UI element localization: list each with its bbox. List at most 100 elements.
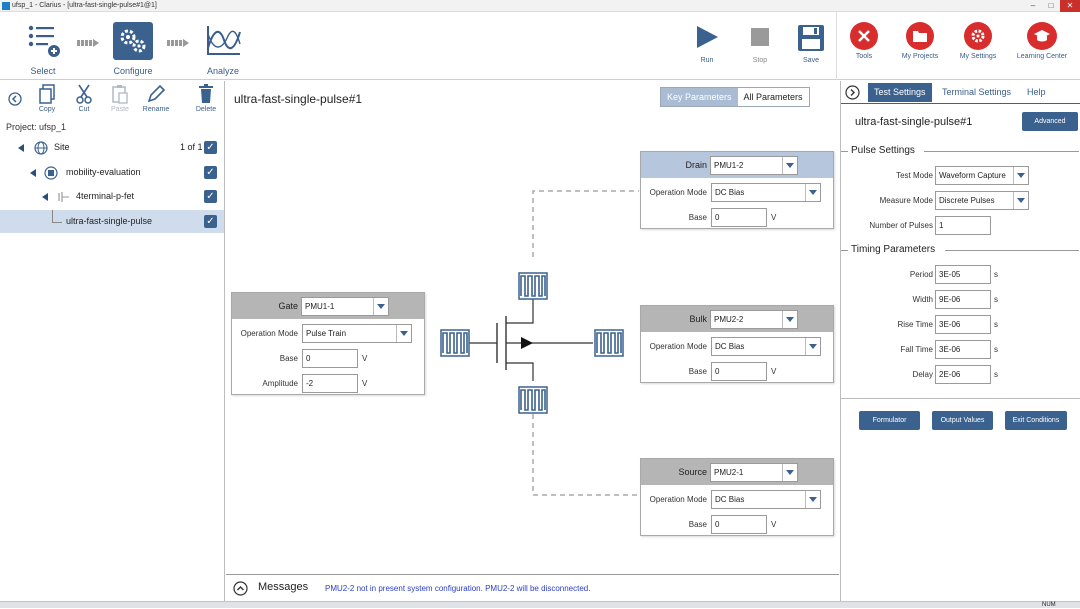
collapse-right-icon[interactable] [845, 85, 860, 100]
chevron-down-icon [1013, 192, 1028, 209]
tree-item-site[interactable]: Site 1 of 1 ✓ [0, 136, 224, 159]
operation-mode-select[interactable]: DC Bias [711, 183, 821, 202]
paste-button[interactable]: Paste [102, 84, 138, 113]
source-terminal-card: Source PMU2-1 Operation Mode DC Bias Bas… [640, 458, 834, 536]
key-parameters-tab[interactable]: Key Parameters [661, 88, 738, 106]
unit-label: s [994, 370, 998, 379]
fall-time-label: Fall Time [900, 345, 933, 354]
instrument-select[interactable]: PMU2-1 [710, 463, 798, 482]
amplitude-input[interactable]: -2 [302, 374, 358, 393]
timing-parameters-heading: Timing Parameters [851, 244, 936, 255]
gate-terminal-card: Gate PMU1-1 Operation Mode Pulse Train B… [231, 292, 425, 395]
delay-input[interactable]: 2E-06 [935, 365, 991, 384]
copy-icon [39, 84, 55, 104]
tree-item-4terminal-p-fet[interactable]: 4terminal-p-fet ✓ [0, 185, 224, 208]
operation-mode-label: Operation Mode [649, 188, 707, 197]
my-settings-button[interactable]: My Settings [948, 22, 1008, 60]
expand-up-icon[interactable] [233, 581, 248, 596]
unit-label: s [994, 320, 998, 329]
globe-icon [34, 141, 48, 155]
unit-label: s [994, 270, 998, 279]
checkbox-checked[interactable]: ✓ [204, 166, 217, 179]
base-input[interactable]: 0 [711, 208, 767, 227]
base-label: Base [688, 367, 707, 376]
section-rule [945, 250, 1079, 251]
expand-arrow-icon[interactable] [30, 169, 36, 177]
tree-item-label: 4terminal-p-fet [76, 191, 135, 201]
checkbox-checked[interactable]: ✓ [204, 190, 217, 203]
configure-button[interactable]: Configure [107, 22, 159, 76]
pencil-icon [147, 84, 166, 103]
rise-time-input[interactable]: 3E-06 [935, 315, 991, 334]
close-icon[interactable]: ✕ [1060, 0, 1080, 12]
output-values-button[interactable]: Output Values [932, 411, 993, 430]
expand-arrow-icon[interactable] [42, 193, 48, 201]
unit-label: V [771, 520, 777, 529]
tree-item-label: mobility-evaluation [66, 167, 141, 177]
run-button[interactable]: Run [690, 24, 724, 64]
gate-card-header: Gate PMU1-1 [232, 293, 424, 319]
cut-button[interactable]: Cut [66, 84, 102, 113]
tab-help[interactable]: Help [1027, 87, 1046, 97]
analyze-button[interactable]: Analyze [200, 22, 246, 76]
tree-item-ultra-fast-single-pulse[interactable]: ultra-fast-single-pulse ✓ [0, 210, 224, 233]
tools-button[interactable]: Tools [834, 22, 894, 60]
instrument-select[interactable]: PMU2-2 [710, 310, 798, 329]
base-input[interactable]: 0 [711, 515, 767, 534]
select-label: Select [30, 66, 56, 76]
period-input[interactable]: 3E-05 [935, 265, 991, 284]
checkbox-checked[interactable]: ✓ [204, 141, 217, 154]
number-of-pulses-input[interactable]: 1 [935, 216, 991, 235]
base-label: Base [688, 520, 707, 529]
tree-item-label: ultra-fast-single-pulse [66, 216, 153, 226]
tab-terminal-settings[interactable]: Terminal Settings [942, 87, 1012, 97]
minimize-icon[interactable]: – [1030, 1, 1036, 10]
base-input[interactable]: 0 [302, 349, 358, 368]
instrument-select[interactable]: PMU1-2 [710, 156, 798, 175]
my-settings-label: My Settings [959, 53, 997, 60]
rename-button[interactable]: Rename [138, 84, 174, 113]
period-label: Period [909, 270, 933, 279]
copy-label: Copy [38, 106, 56, 113]
operation-mode-select[interactable]: DC Bias [711, 337, 821, 356]
width-input[interactable]: 9E-06 [935, 290, 991, 309]
learning-center-button[interactable]: Learning Center [1012, 22, 1072, 60]
base-input[interactable]: 0 [711, 362, 767, 381]
test-mode-select[interactable]: Waveform Capture [935, 166, 1029, 185]
my-projects-button[interactable]: My Projects [890, 22, 950, 60]
instrument-select[interactable]: PMU1-1 [301, 297, 389, 316]
bulk-terminal-card: Bulk PMU2-2 Operation Mode DC Bias Base … [640, 305, 834, 383]
all-parameters-tab[interactable]: All Parameters [743, 92, 803, 102]
parameter-view-toggle: Key Parameters All Parameters [660, 87, 810, 107]
tree-item-mobility-evaluation[interactable]: mobility-evaluation ✓ [0, 161, 224, 184]
copy-button[interactable]: Copy [29, 84, 65, 113]
terminal-name: Drain [685, 160, 707, 170]
scissors-icon [76, 84, 92, 104]
fall-time-input[interactable]: 3E-06 [935, 340, 991, 359]
window-title: ufsp_1 - Clarius - [ultra-fast-single-pu… [12, 2, 157, 9]
exit-conditions-button[interactable]: Exit Conditions [1005, 411, 1067, 430]
advanced-button[interactable]: Advanced [1022, 112, 1078, 131]
window-titlebar: ufsp_1 - Clarius - [ultra-fast-single-pu… [0, 0, 1080, 12]
save-button[interactable]: Save [794, 24, 828, 64]
measure-mode-select[interactable]: Discrete Pulses [935, 191, 1029, 210]
formulator-button[interactable]: Formulator [859, 411, 920, 430]
section-rule [841, 151, 848, 152]
select-button[interactable]: Select [22, 22, 64, 76]
operation-mode-select[interactable]: Pulse Train [302, 324, 412, 343]
unit-label: V [771, 367, 777, 376]
delete-button[interactable]: Delete [188, 84, 224, 113]
tree-connector [52, 210, 53, 222]
terminal-name: Bulk [689, 314, 707, 324]
checkbox-checked[interactable]: ✓ [204, 215, 217, 228]
tab-test-settings[interactable]: Test Settings [868, 83, 932, 102]
base-label: Base [279, 354, 298, 363]
stop-button[interactable]: Stop [743, 24, 777, 64]
delay-label: Delay [912, 370, 933, 379]
operation-mode-select[interactable]: DC Bias [711, 490, 821, 509]
restore-icon[interactable]: □ [1048, 1, 1054, 10]
drain-terminal-card: Drain PMU1-2 Operation Mode DC Bias Base… [640, 151, 834, 229]
expand-arrow-icon[interactable] [18, 144, 24, 152]
messages-bar: Messages PMU2-2 not in present system co… [226, 574, 839, 601]
collapse-left-icon[interactable] [8, 92, 22, 106]
